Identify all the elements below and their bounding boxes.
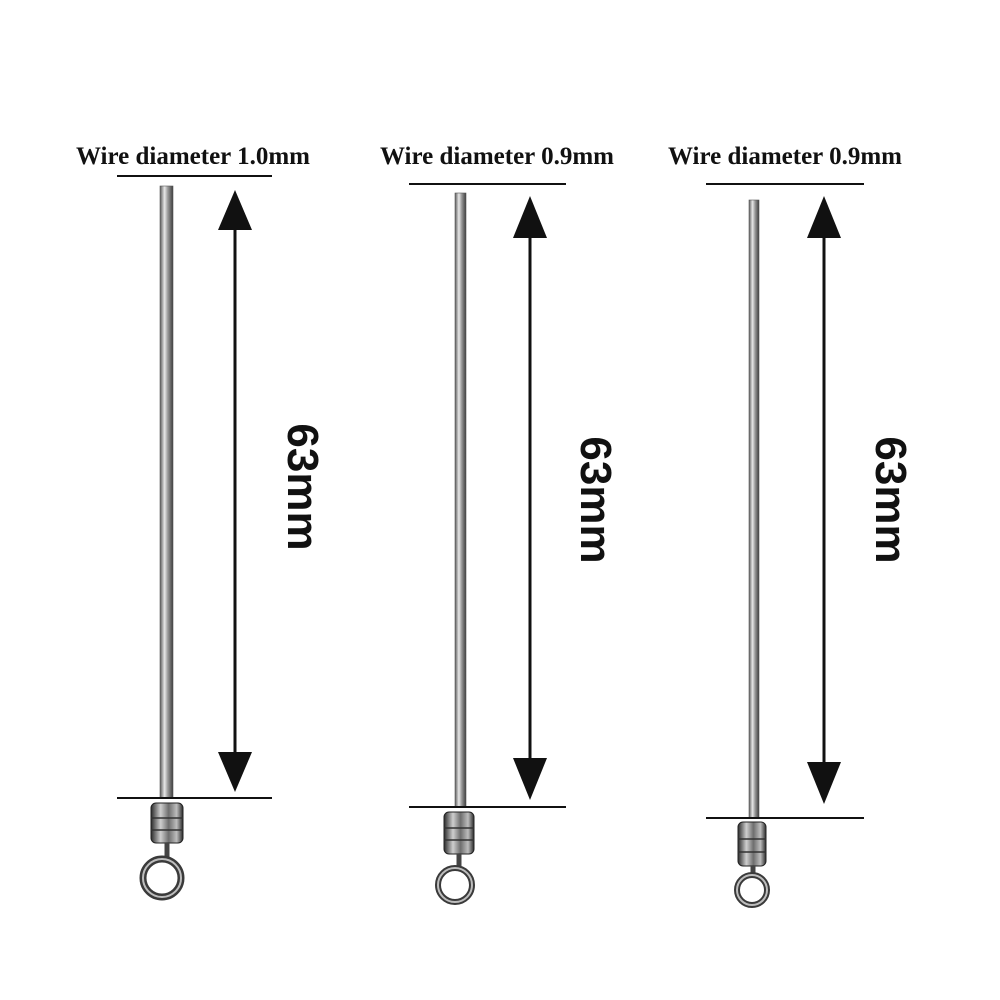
pin-3-length-label: 63mm <box>866 436 915 563</box>
pin-2-swivel <box>435 811 475 905</box>
pin-3-swivel <box>734 821 770 908</box>
pin-3-length-arrow <box>807 196 841 804</box>
pin-3: Wire diameter 0.9mm 63mm <box>668 143 915 908</box>
pin-2-length-arrow <box>513 196 547 800</box>
pin-2-wire <box>454 192 467 808</box>
pin-2: Wire diameter 0.9mm 63mm <box>380 143 620 905</box>
pin-1-length-label: 63mm <box>278 423 327 550</box>
pin-1: Wire diameter 1.0mm 63mm <box>76 143 327 901</box>
pin-2-diameter-label: Wire diameter 0.9mm <box>380 143 614 170</box>
pin-3-diameter-label: Wire diameter 0.9mm <box>668 143 902 170</box>
pin-2-length-label: 63mm <box>571 436 620 563</box>
pin-1-length-arrow <box>218 190 252 792</box>
pin-3-wire <box>748 199 760 819</box>
pin-1-diameter-label: Wire diameter 1.0mm <box>76 143 310 170</box>
pin-1-swivel <box>139 802 185 901</box>
pin-1-wire <box>159 185 174 799</box>
